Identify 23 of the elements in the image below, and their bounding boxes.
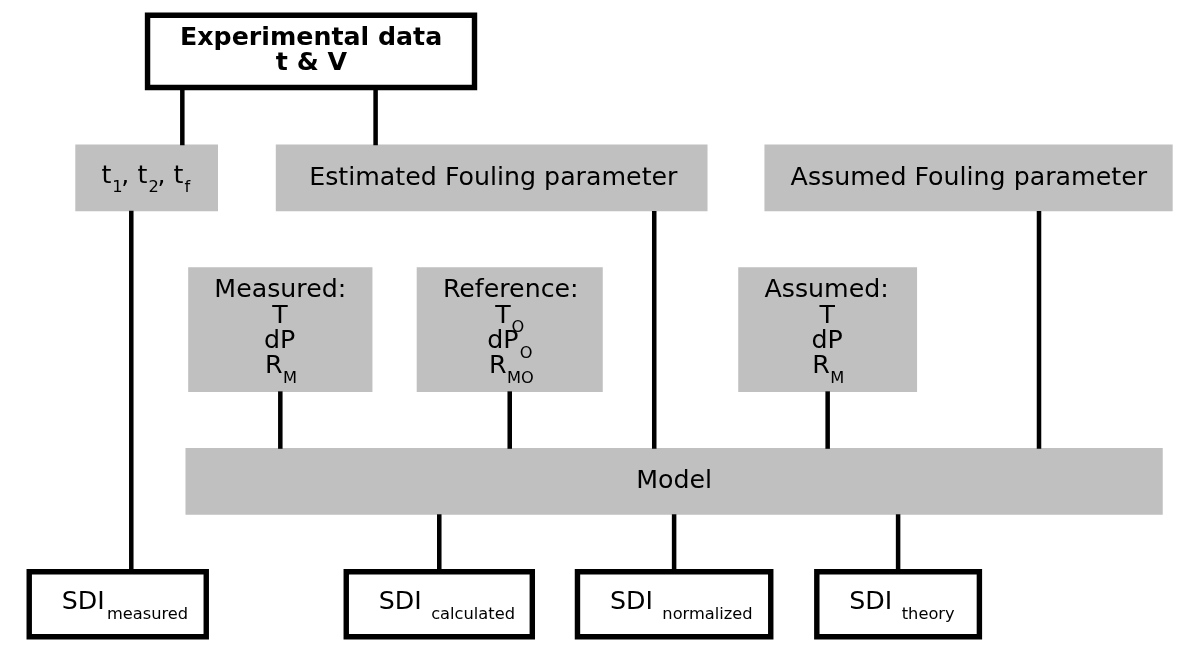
node-box: Model <box>184 447 1163 515</box>
connector <box>277 391 283 449</box>
node-box: Measured: T dP R$_{M}$ <box>187 267 372 392</box>
connector <box>651 210 656 449</box>
node-box: Assumed Fouling parameter <box>763 144 1173 212</box>
node-box: Estimated Fouling parameter <box>275 144 708 212</box>
connector <box>436 514 442 572</box>
node-box: SDI$_{measured}$ <box>26 568 209 640</box>
node-box: Assumed: T dP R$_{M}$ <box>737 267 917 392</box>
connector <box>671 514 676 572</box>
connector <box>506 391 512 449</box>
connector <box>1036 210 1041 449</box>
connector <box>895 514 900 572</box>
connector <box>179 88 185 146</box>
node-box: SDI $_{theory}$ <box>813 568 982 640</box>
node-box: t$_{1}$, t$_{2}$, t$_{f}$ <box>74 144 218 212</box>
connector <box>372 88 378 146</box>
connector <box>128 210 134 572</box>
node-box: Reference: T$_{O}$ dP$_{O}$ R$_{MO}$ <box>416 267 603 392</box>
node-box: SDI $_{calculated}$ <box>343 568 535 640</box>
node-box: SDI $_{normalized}$ <box>574 568 773 640</box>
node-box: Experimental data t & V <box>144 12 477 91</box>
connector <box>824 391 830 449</box>
